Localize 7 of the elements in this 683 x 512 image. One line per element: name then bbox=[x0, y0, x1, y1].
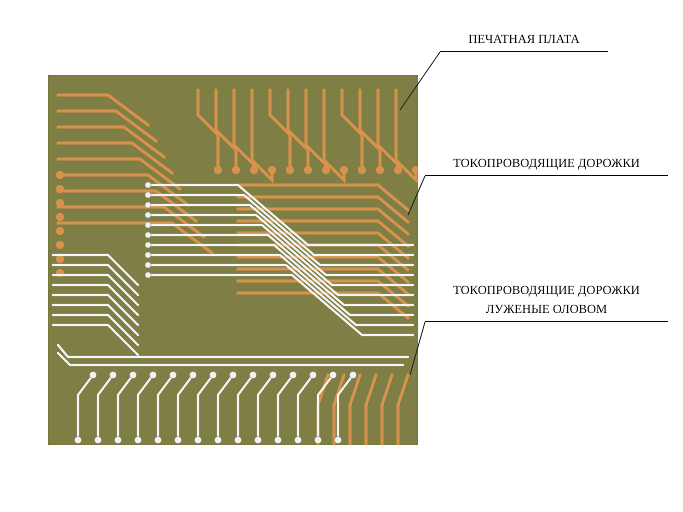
leader-line bbox=[410, 322, 426, 376]
callout-label: ПЕЧАТНАЯ ПЛАТА bbox=[440, 30, 608, 52]
leader-line bbox=[400, 52, 440, 110]
callout-label: ТОКОПРОВОДЯЩИЕ ДОРОЖКИ ЛУЖЕНЫЕ ОЛОВОМ bbox=[425, 281, 668, 322]
leader-line bbox=[408, 176, 426, 216]
callout-label: ТОКОПРОВОДЯЩИЕ ДОРОЖКИ bbox=[425, 154, 668, 176]
circuit-board-drawing bbox=[48, 75, 418, 445]
